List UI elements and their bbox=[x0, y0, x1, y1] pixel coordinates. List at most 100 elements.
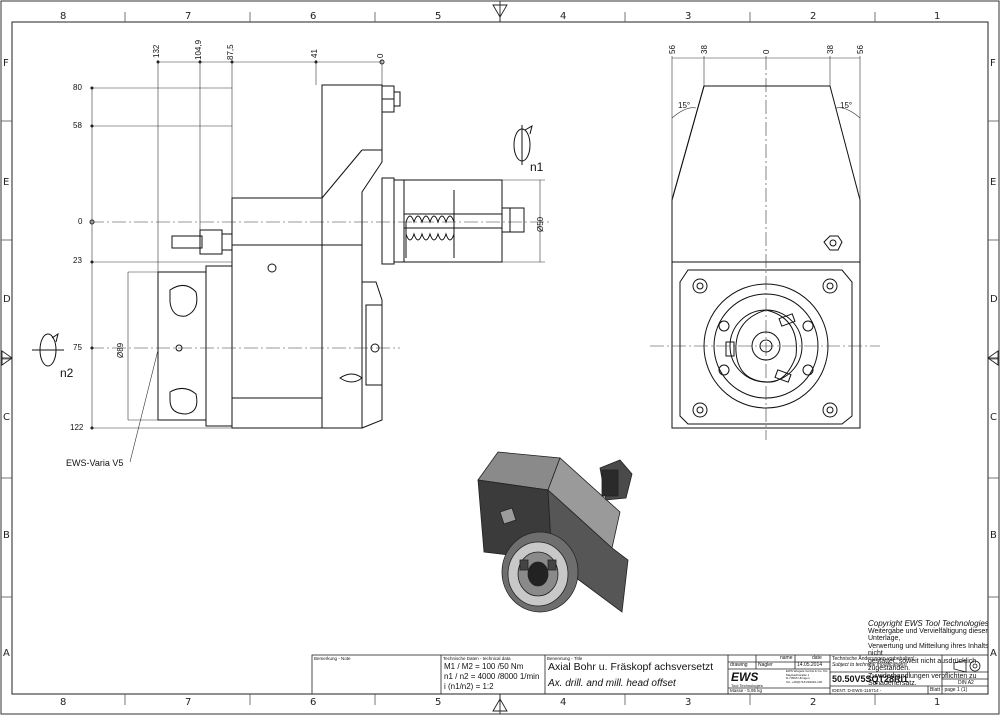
zone-label-left: A bbox=[3, 648, 10, 659]
dim-label-diameter: Ø89 bbox=[116, 342, 125, 358]
rotation-label-n1: n1 bbox=[530, 160, 544, 174]
copyright-line: gestattet, soweit nicht ausdrücklich zug… bbox=[868, 657, 977, 673]
zone-label-left: F bbox=[3, 58, 9, 69]
dim-label: 80 bbox=[73, 83, 82, 92]
zone-label-right: B bbox=[990, 530, 997, 541]
housing-outline bbox=[231, 84, 383, 429]
zone-label-top: 6 bbox=[310, 11, 317, 22]
drawing-label: drawing bbox=[730, 662, 748, 668]
zone-label-top: 5 bbox=[435, 11, 442, 22]
dim-label: 38 bbox=[700, 45, 709, 54]
dim-label: 58 bbox=[73, 121, 82, 130]
spindle-body bbox=[393, 179, 503, 263]
rotation-symbols bbox=[32, 124, 533, 367]
zone-label-top: 2 bbox=[810, 11, 817, 22]
drawing-name: Nagler bbox=[758, 662, 773, 668]
copyright-line: Zuwiderhandlungen verpflichten zu Schade… bbox=[868, 672, 977, 688]
left-flange bbox=[157, 271, 207, 421]
zone-label-bottom: 1 bbox=[934, 697, 941, 708]
zone-label-right: F bbox=[990, 58, 996, 69]
zone-label-right: D bbox=[990, 294, 998, 305]
dim-label: 41 bbox=[310, 49, 319, 58]
dim-label: 0 bbox=[376, 53, 385, 58]
title-english: Ax. drill. and mill. head offset bbox=[548, 678, 676, 689]
side-dim-dots bbox=[89, 59, 385, 430]
zone-label-right: E bbox=[990, 177, 997, 188]
zone-label-bottom: 2 bbox=[810, 697, 817, 708]
ews-logo: EWS bbox=[731, 670, 759, 684]
format-label: DIN A2 bbox=[958, 680, 974, 686]
callout-ews-varia: EWS-Varia V5 bbox=[66, 458, 124, 468]
dim-label-diameter: Ø50 bbox=[536, 216, 545, 232]
zone-label-bottom: 7 bbox=[185, 697, 192, 708]
address-line: EWS Weigele GmbH & Co. KG bbox=[786, 669, 828, 673]
dim-label: 132 bbox=[152, 44, 161, 58]
dim-label: 104,9 bbox=[194, 39, 203, 60]
title-block-grid bbox=[311, 654, 989, 695]
zone-label-bottom: 3 bbox=[685, 697, 692, 708]
copyright-title: Copyright EWS Tool Technologies bbox=[868, 619, 989, 628]
zone-label-right: A bbox=[990, 648, 997, 659]
tech-data-speed: n1 / n2 = 4000 /8000 1/min bbox=[444, 672, 540, 681]
zone-ticks bbox=[1, 12, 999, 705]
zone-label-left: C bbox=[3, 412, 10, 423]
zone-label-bottom: 8 bbox=[60, 697, 67, 708]
tech-data-label: Technische Daten - technical data bbox=[443, 656, 511, 661]
sheet-label: Blatt - page 1 (1) bbox=[930, 687, 968, 693]
zone-label-top: 3 bbox=[685, 11, 692, 22]
dim-label: 23 bbox=[73, 256, 82, 265]
angle-label: 15° bbox=[678, 101, 691, 110]
zone-label-top: 8 bbox=[60, 11, 67, 22]
rotation-label-n2: n2 bbox=[60, 366, 74, 380]
address-line: D-73066 Uhingen bbox=[786, 676, 810, 680]
tech-data-torque: M1 / M2 = 100 /50 Nm bbox=[444, 662, 524, 671]
dim-label: 56 bbox=[668, 45, 677, 54]
zone-label-right: C bbox=[990, 412, 997, 423]
dim-label: 87,5 bbox=[226, 44, 235, 60]
projection-symbol bbox=[953, 659, 981, 673]
dim-label: 0 bbox=[762, 49, 771, 54]
title-german: Axial Bohr u. Fräskopf achsversetzt bbox=[548, 661, 714, 673]
zone-label-bottom: 5 bbox=[435, 697, 442, 708]
company-address: EWS Weigele GmbH & Co. KG Maybachstraße … bbox=[786, 669, 828, 684]
zone-label-bottom: 4 bbox=[560, 697, 567, 708]
drawing-date: 14.05.2014 bbox=[797, 662, 823, 668]
address-line: Maybachstraße 1 bbox=[786, 672, 810, 677]
copyright-line: Verwertung und Mitteilung ihres Inhalts … bbox=[868, 642, 989, 658]
changes-english: Subject to technical modifications! bbox=[832, 662, 908, 668]
tech-data-ratio: i (n1/n2) = 1:2 bbox=[444, 682, 494, 691]
dim-label: 122 bbox=[70, 423, 84, 432]
date-header: date bbox=[812, 655, 822, 661]
zone-label-top: 7 bbox=[185, 11, 192, 22]
title-label: Benennung - Title bbox=[547, 656, 583, 661]
remark-label: Bemerkung - Note bbox=[314, 656, 351, 661]
zone-label-bottom: 6 bbox=[310, 697, 317, 708]
changes-german: Technische Änderungen vorbehalten! bbox=[832, 656, 915, 662]
dim-label: 56 bbox=[856, 45, 865, 54]
copyright-notice: Copyright EWS Tool Technologies Weiterga… bbox=[868, 620, 1000, 688]
name-header: name bbox=[780, 655, 793, 661]
zone-label-top: 4 bbox=[560, 11, 567, 22]
copyright-line: Weitergabe und Vervielfältigung dieser U… bbox=[868, 627, 988, 643]
part-number: 50.50V5SQT28RI1 bbox=[832, 674, 909, 684]
coolant-nozzle bbox=[171, 235, 203, 249]
zone-label-left: E bbox=[3, 177, 10, 188]
dim-label: 75 bbox=[73, 343, 82, 352]
address-line: Tel. +49(0)7161/93040-100 bbox=[786, 679, 823, 684]
mass-label: Masse - 5,95 kg bbox=[730, 688, 763, 693]
dim-label: 38 bbox=[826, 45, 835, 54]
ident-label: IDENT. D-EWS-116714 - bbox=[832, 688, 882, 693]
dim-label: 0 bbox=[78, 217, 83, 226]
spindle-shaft bbox=[501, 207, 525, 233]
side-dim-lines bbox=[90, 60, 550, 463]
iso-view bbox=[477, 451, 633, 613]
zone-label-top: 1 bbox=[934, 11, 941, 22]
side-view bbox=[157, 84, 525, 429]
zone-label-left: D bbox=[3, 294, 11, 305]
front-dim-lines bbox=[650, 56, 880, 440]
zone-label-left: B bbox=[3, 530, 10, 541]
angle-label: 15° bbox=[840, 101, 853, 110]
